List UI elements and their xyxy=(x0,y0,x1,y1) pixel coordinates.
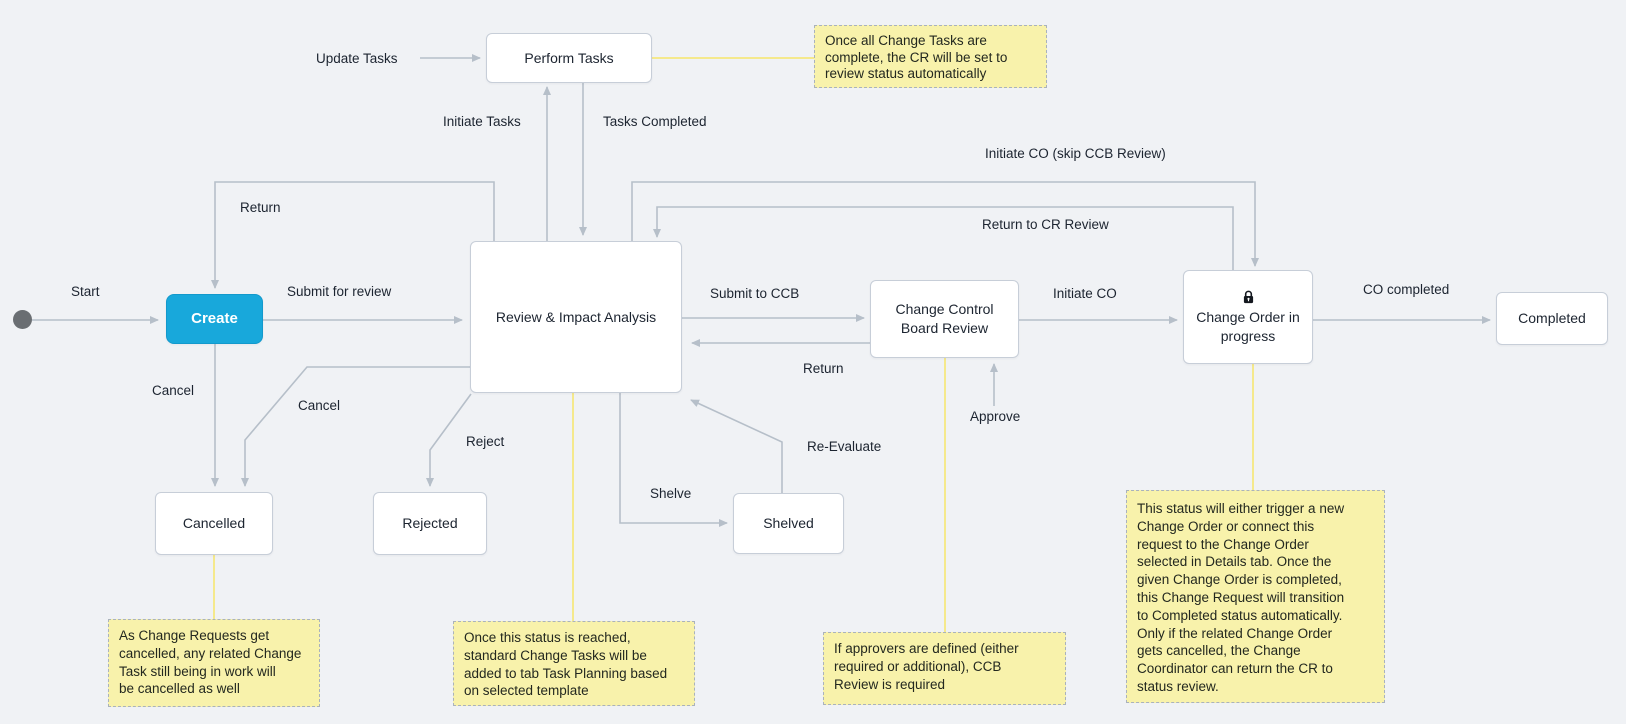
transition-label-return-from-ccb: Return xyxy=(803,361,844,376)
transition-label-tasks-completed: Tasks Completed xyxy=(603,114,707,129)
transition-label-cancel-from-review: Cancel xyxy=(298,398,341,413)
node-label: Create xyxy=(191,309,238,327)
transition-label-reject: Reject xyxy=(466,434,505,449)
node-change-order-in-progress[interactable]: Change Order in progress xyxy=(1183,270,1313,364)
transition-label-initiate-co-skip-ccb-review: Initiate CO (skip CCB Review) xyxy=(985,146,1166,161)
sticky-note-ccb-review[interactable]: If approvers are defined (either require… xyxy=(823,632,1066,705)
node-cancelled[interactable]: Cancelled xyxy=(155,492,273,555)
node-label: Rejected xyxy=(402,515,458,532)
node-change-control-board-review[interactable]: Change Control Board Review xyxy=(870,280,1019,358)
node-label: Cancelled xyxy=(182,515,246,532)
transition-label-cancel-from-create: Cancel xyxy=(152,383,195,398)
node-label: Review & Impact Analysis xyxy=(495,308,657,325)
transition-label-submit-to-ccb: Submit to CCB xyxy=(710,286,800,301)
transition-label-return-to-create: Return xyxy=(240,200,281,215)
node-review-impact-analysis[interactable]: Review & Impact Analysis xyxy=(470,241,682,393)
node-label: Completed xyxy=(1518,310,1586,327)
transition-label-initiate-co: Initiate CO xyxy=(1053,286,1117,301)
node-label: Change Control Board Review xyxy=(895,301,994,336)
sticky-note-review[interactable]: Once this status is reached, standard Ch… xyxy=(453,621,695,706)
sticky-note-cancelled[interactable]: As Change Requests get cancelled, any re… xyxy=(108,619,320,707)
transition-label-approve: Approve xyxy=(970,409,1021,424)
node-shelved[interactable]: Shelved xyxy=(733,493,844,554)
node-label: Perform Tasks xyxy=(524,49,614,66)
node-perform-tasks[interactable]: Perform Tasks xyxy=(486,33,652,83)
sticky-note-change-order[interactable]: This status will either trigger a new Ch… xyxy=(1126,490,1385,703)
node-completed[interactable]: Completed xyxy=(1496,292,1608,345)
transition-label-return-to-cr-review: Return to CR Review xyxy=(982,217,1109,232)
transition-label-update-tasks: Update Tasks xyxy=(316,51,398,66)
node-rejected[interactable]: Rejected xyxy=(373,492,487,555)
node-label: Shelved xyxy=(763,515,814,532)
transition-label-initiate-tasks: Initiate Tasks xyxy=(443,114,521,129)
node-label: Change Order in progress xyxy=(1196,308,1300,344)
lock-icon xyxy=(1241,289,1256,305)
transition-label-co-completed: CO completed xyxy=(1363,282,1450,297)
node-create[interactable]: Create xyxy=(166,294,263,344)
transition-label-re-evaluate: Re-Evaluate xyxy=(807,439,882,454)
transition-label-shelve: Shelve xyxy=(650,486,692,501)
transition-label-submit-for-review: Submit for review xyxy=(287,284,392,299)
transition-label-start: Start xyxy=(71,284,100,299)
start-node-circle[interactable] xyxy=(13,310,32,329)
sticky-note-perform-tasks[interactable]: Once all Change Tasks are complete, the … xyxy=(814,25,1047,88)
